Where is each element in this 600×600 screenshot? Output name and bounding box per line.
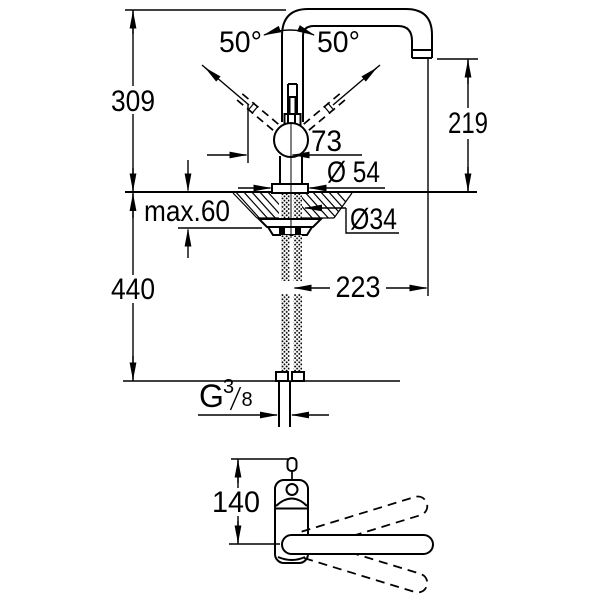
supply-hoses [123,235,400,427]
handle-lever [283,83,302,127]
dim-223-label: 223 [336,271,381,304]
hose-nut-right [291,371,305,382]
thread-g-label: G [199,378,224,414]
dim-50-left-label: 50° [219,26,262,59]
dim-max60-label: max.60 [144,195,230,228]
dimension-219: 219 [437,58,488,192]
hose-nut-left [275,371,289,382]
shank-thread-left [281,192,290,219]
dim-140-label: 140 [212,486,260,519]
plan-spout-swung-up [301,495,429,551]
dim-73-label: 73 [311,125,342,158]
dim-440-label: 440 [111,273,155,306]
thread-denominator-label: 8 [242,389,253,411]
dimension-140: 140 [212,458,288,545]
handle-swing-left [201,64,279,131]
dimension-dia54: Ø 54 [238,156,385,192]
thread-slash [229,386,242,411]
dim-309-label: 309 [111,85,155,118]
dim-dia54-label: Ø 54 [327,156,380,189]
shank-thread-right [293,192,302,219]
plan-spout-swung-down [301,538,429,594]
dimension-309: 309 [111,10,155,192]
dimension-73: 73 [207,104,362,163]
dim-dia34-label: Ø34 [350,203,397,236]
dimension-max60: max.60 [144,160,262,258]
dimension-g38: G 3 8 [198,376,329,419]
dim-219-label: 219 [448,107,488,140]
dim-50-right-label: 50° [317,26,360,59]
thread-numerator-label: 3 [223,376,234,398]
faucet-body [271,156,309,194]
base-flange [271,183,309,194]
plan-lever-tip [286,457,298,472]
dimension-dia34: Ø34 [304,203,399,236]
plan-ball-dome [275,497,308,507]
main-view: 309 50° 50° 73 219 Ø 54 [111,8,488,427]
handle-swing-right [303,64,381,131]
dimension-223: 223 [293,59,429,304]
dimension-440: 440 [111,192,155,381]
swing-arc [263,25,315,36]
mounting-hardware [256,218,324,236]
plan-spout [281,534,434,555]
plan-view: 140 [212,457,434,594]
plan-cartridge-dot [285,483,299,496]
